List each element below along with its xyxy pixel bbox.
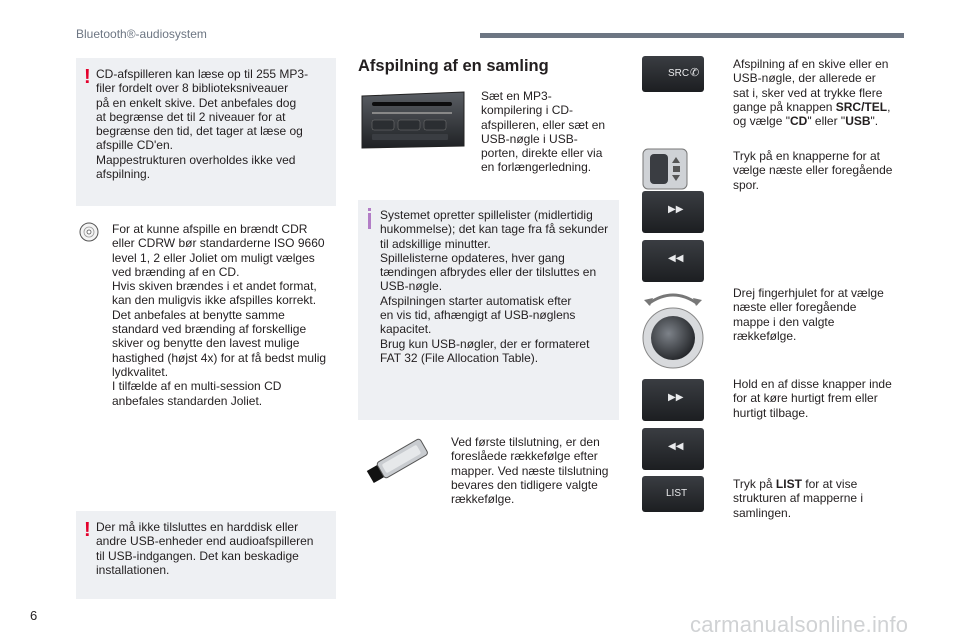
fast-instructions: Hold en af disse knapper inde for at kør… [733,377,892,420]
steering-control-image[interactable] [642,148,688,190]
info-icon [368,213,371,229]
src-instructions: Afspilning af en skive eller en USB-nøgl… [733,57,913,128]
src-text-part: Afspilning af en skive eller en USB-nøgl… [733,57,889,114]
phone-icon: ✆ [690,67,700,79]
warning-icon: ! [84,519,91,541]
usb-first-connection-note: Ved første tilslutning, er den foreslåed… [451,435,609,507]
list-text-part: Tryk på [733,477,776,491]
previous-button[interactable]: ◀◀ [642,240,704,282]
section-title: Afspilning af en samling [358,57,549,75]
src-button-label: SRC [668,68,690,79]
cd-player-image [361,91,465,149]
info-icon-dot [368,208,371,211]
warning-text-usb: Der må ikke tilsluttes en harddisk eller… [96,520,314,577]
next-icon: ▶▶ [668,204,684,215]
insert-instructions: Sæt en MP3- kompilering i CD- afspillere… [481,89,606,175]
fast-rewind-button[interactable]: ◀◀ [642,428,704,470]
fast-forward-button[interactable]: ▶▶ [642,379,704,421]
previous-icon: ◀◀ [668,253,684,264]
fast-forward-icon: ▶▶ [668,392,684,403]
page-number: 6 [30,608,38,623]
thumbwheel-instructions: Drej fingerhjulet for at vælge næste ell… [733,286,884,343]
section-header: Bluetooth®-audiosystem [76,27,207,41]
list-label: LIST [775,477,802,491]
src-tel-label: SRC/TEL [835,99,888,114]
warning-text-mp3: CD-afspilleren kan læse op til 255 MP3- … [96,67,309,182]
src-button[interactable]: SRC ✆ [642,56,704,92]
cd-label: CD [789,114,808,129]
list-button[interactable]: LIST [642,476,704,512]
header-bar [480,33,904,38]
fast-rewind-icon: ◀◀ [668,441,684,452]
src-text-part: " eller " [807,114,846,129]
warning-box-mp3: ! CD-afspilleren kan læse op til 255 MP3… [76,58,336,206]
info-box-playlists: Systemet opretter spillelister (midlerti… [358,200,619,420]
cd-burning-note: For at kunne afspille en brændt CDR elle… [112,222,327,408]
info-text-playlists: Systemet opretter spillelister (midlerti… [380,208,609,365]
warning-box-usb: ! Der må ikke tilsluttes en harddisk ell… [76,511,336,599]
next-previous-instructions: Tryk på en knapperne for at vælge næste … [733,149,893,192]
list-instructions: Tryk på LIST for at vise strukturen af m… [733,477,913,520]
thumbwheel-image[interactable] [640,288,706,372]
watermark: carmanualsonline.info [690,612,909,637]
src-text-part: , og vælge " [733,99,891,129]
usb-stick-image [366,438,428,484]
warning-icon: ! [84,66,91,88]
list-text-part: for at vise strukturen af mapperne i sam… [733,477,864,520]
cd-icon [79,222,99,242]
next-button[interactable]: ▶▶ [642,191,704,233]
usb-label: USB [845,114,871,129]
src-text-part: ". [870,114,879,129]
list-button-label: LIST [666,488,688,499]
